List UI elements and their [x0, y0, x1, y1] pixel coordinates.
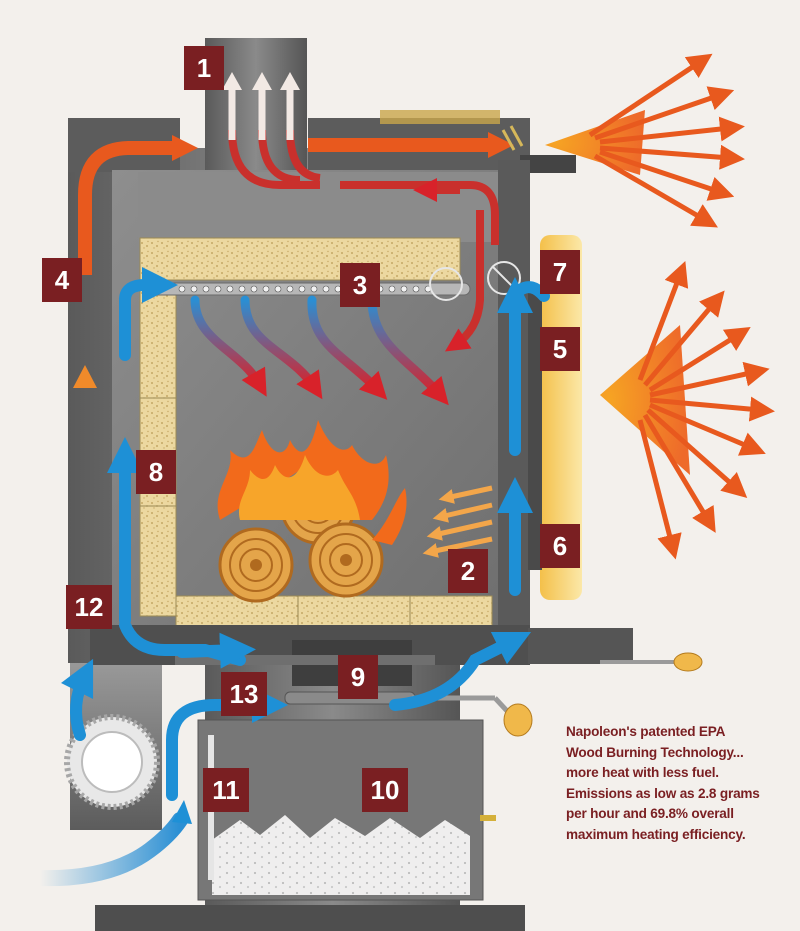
callout-10: 10: [362, 768, 408, 812]
callout-2: 2: [448, 549, 488, 593]
top-brass-trim: [380, 110, 500, 124]
callout-7: 7: [540, 250, 580, 294]
drawer-knob: [480, 815, 496, 821]
chimney-smoke: [228, 88, 294, 140]
callout-11: 11: [203, 768, 249, 812]
firebrick-floor-1: [175, 595, 299, 629]
firebrick-left-upper: [139, 289, 177, 399]
caption-line: Wood Burning Technology...: [566, 744, 744, 760]
caption-line: Napoleon's patented EPA: [566, 724, 726, 739]
firebrick-left-lower: [139, 505, 177, 617]
callout-6: 6: [540, 524, 580, 568]
flames: [217, 420, 407, 545]
blower-fan-hub: [81, 731, 143, 793]
callout-12: 12: [66, 585, 112, 629]
damper-valve-left: [429, 267, 463, 301]
front-ledge: [528, 628, 633, 664]
ash-pile: [212, 815, 470, 895]
exhaust-flow: [228, 129, 499, 352]
callout-9: 9: [338, 655, 378, 699]
callout-13: 13: [221, 672, 267, 716]
door-handle-knob: [673, 652, 703, 672]
radiant-heat-arrows: [422, 485, 493, 558]
heat-burst-top: [545, 53, 745, 228]
firebrick-floor-3: [409, 595, 493, 629]
glass-door: [540, 235, 582, 600]
callout-3: 3: [340, 263, 380, 307]
callout-4: 4: [42, 258, 82, 302]
top-lip: [520, 155, 576, 173]
caption-line: per hour and 69.8% overall: [566, 806, 734, 821]
callout-8: 8: [136, 450, 176, 494]
caption-line: Emissions as low as 2.8 grams: [566, 785, 760, 801]
callout-1: 1: [184, 46, 224, 90]
caption-line: more heat with less fuel.: [566, 765, 719, 780]
heat-burst-right: [600, 260, 775, 560]
firebrick-floor-2: [297, 595, 411, 629]
control-knob: [503, 703, 533, 737]
cool-air-paths: [60, 267, 550, 801]
secondary-air-swirls: [190, 295, 449, 406]
stove-base: [95, 905, 525, 931]
callout-5: 5: [540, 327, 580, 371]
efficiency-caption: Napoleon's patented EPA Wood Burning Tec…: [566, 722, 796, 845]
caption-line: maximum heating efficiency.: [566, 826, 746, 842]
firebrick-top: [139, 237, 461, 281]
